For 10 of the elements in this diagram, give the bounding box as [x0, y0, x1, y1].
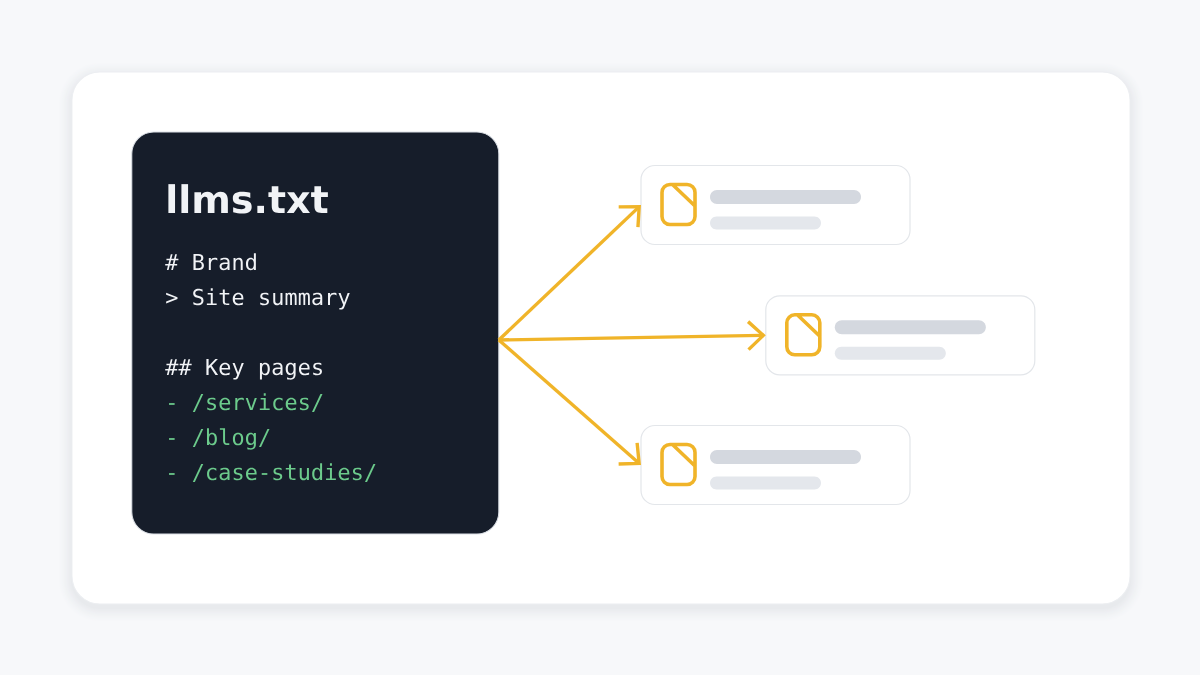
code-line: > Site summary [166, 288, 350, 310]
arrow [497, 338, 641, 466]
arrow [497, 205, 641, 342]
code-line: - /services/ [169, 393, 323, 413]
code-line: - /blog/ [169, 428, 270, 450]
arrow [498, 320, 766, 351]
code-line: - /case-studies/ [169, 463, 376, 483]
heading: llms.txt [168, 184, 328, 214]
code-line: ## Key pages [165, 358, 322, 380]
code-line: # Brand [165, 253, 256, 271]
